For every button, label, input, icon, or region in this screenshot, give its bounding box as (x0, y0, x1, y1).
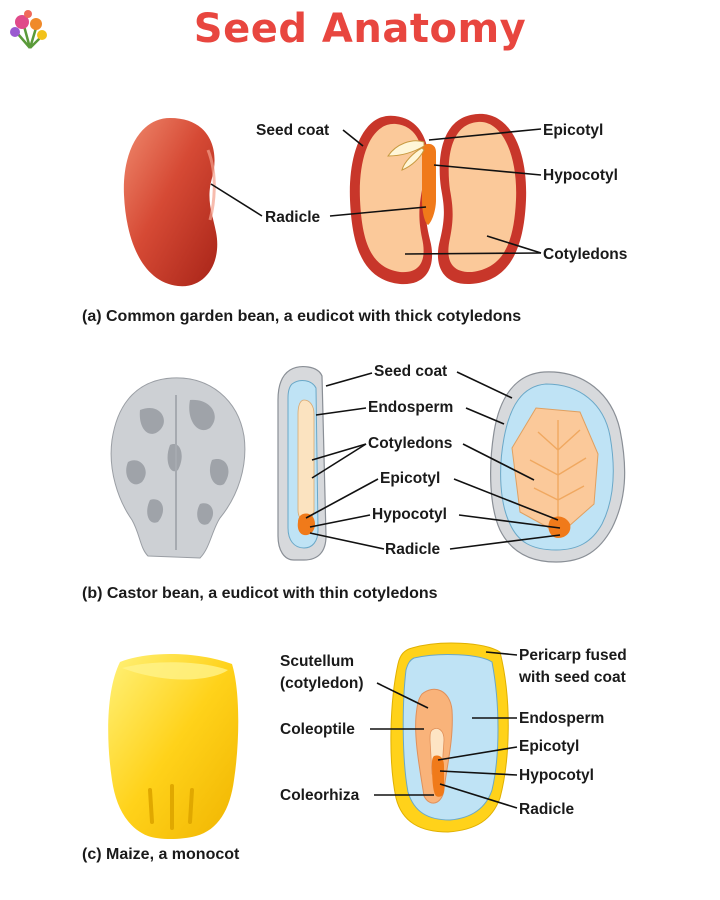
bean-embryo-axis (422, 143, 436, 225)
castor-side-embryo (297, 513, 315, 536)
maize-whole (108, 653, 239, 839)
section-b-castor (110, 366, 626, 563)
bean-right-cotyledon (448, 121, 517, 273)
label-c-coleoptile: Coleoptile (280, 721, 355, 738)
label-a-epicotyl: Epicotyl (543, 122, 603, 139)
label-b-seed-coat: Seed coat (374, 363, 447, 380)
bean-epicotyl-leaves (387, 140, 425, 171)
castor-side-cotyledon (297, 399, 315, 521)
label-a-radicle: Radicle (265, 209, 321, 226)
caption-c: (c) Maize, a monocot (82, 846, 240, 863)
section-a-bean (123, 113, 527, 287)
section-c-maize (108, 642, 509, 839)
bean-whole (123, 118, 218, 287)
castor-front-cotyledon (511, 407, 599, 535)
caption-a: (a) Common garden bean, a eudicot with t… (82, 308, 521, 325)
section-c-leaders (370, 651, 518, 809)
flower-bouquet-icon (10, 10, 47, 49)
section-b-leaders (305, 371, 561, 550)
section-a-leaders (210, 128, 542, 255)
label-a-hypocotyl: Hypocotyl (543, 167, 618, 184)
caption-b: (b) Castor bean, a eudicot with thin cot… (82, 585, 438, 602)
label-b-cotyledons: Cotyledons (368, 435, 452, 452)
label-c-epicotyl: Epicotyl (519, 738, 579, 755)
label-c-hypocotyl: Hypocotyl (519, 767, 594, 784)
label-a-cotyledons: Cotyledons (543, 246, 627, 263)
label-b-endosperm: Endosperm (368, 399, 453, 416)
page-title: Seed Anatomy (193, 6, 527, 52)
label-c-pericarp-line2: with seed coat (518, 669, 626, 686)
label-c-pericarp-line1: Pericarp fused (519, 647, 627, 664)
label-b-epicotyl: Epicotyl (380, 470, 440, 487)
label-c-radicle: Radicle (519, 801, 575, 818)
label-b-hypocotyl: Hypocotyl (372, 506, 447, 523)
label-c-endosperm: Endosperm (519, 710, 604, 727)
label-c-coleorhiza: Coleorhiza (280, 787, 360, 804)
label-a-seed-coat: Seed coat (256, 122, 329, 139)
label-b-radicle: Radicle (385, 541, 441, 558)
label-c-scutellum-line2: (cotyledon) (280, 675, 364, 692)
maize-embryo-axis (432, 755, 444, 797)
label-c-scutellum-line1: Scutellum (280, 653, 354, 670)
